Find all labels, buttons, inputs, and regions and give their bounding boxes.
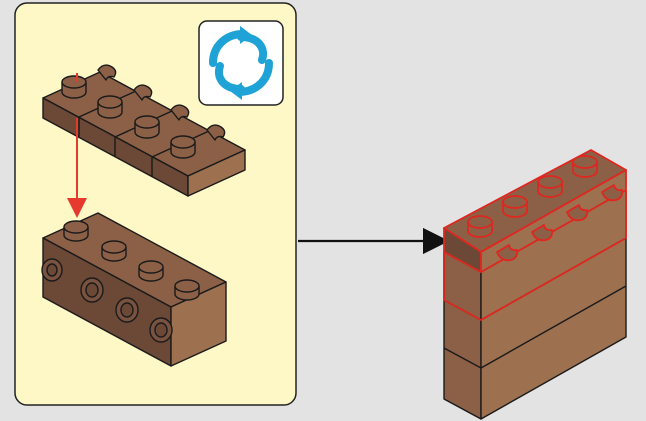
brick-with-side-studs-part (41, 212, 227, 367)
plate-with-clips-part (42, 64, 246, 197)
highlighted-plate-on-stack (443, 149, 627, 321)
rotate-badge (198, 20, 284, 106)
